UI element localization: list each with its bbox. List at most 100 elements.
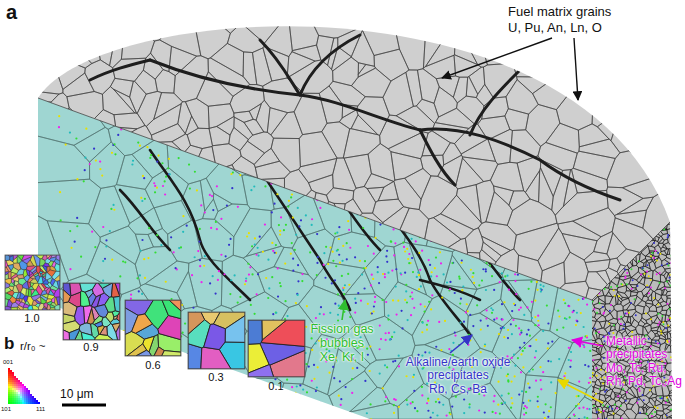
precipitate-dot bbox=[512, 148, 514, 150]
precipitate-dot bbox=[491, 150, 493, 152]
precipitate-dot bbox=[538, 324, 540, 326]
precipitate-dot bbox=[144, 198, 146, 200]
precipitate-dot bbox=[147, 257, 149, 259]
precipitate-dot bbox=[305, 418, 307, 419]
grain-cell bbox=[137, 91, 161, 126]
precipitate-dot bbox=[342, 100, 344, 102]
precipitate-dot bbox=[229, 293, 231, 295]
grain-cell bbox=[263, 47, 289, 81]
precipitate-dot bbox=[354, 104, 356, 106]
precipitate-dot bbox=[467, 344, 469, 346]
precipitate-dot bbox=[394, 242, 396, 244]
grain-cell bbox=[63, 73, 94, 97]
precipitate-dot bbox=[362, 227, 364, 229]
precipitate-dot bbox=[500, 156, 502, 158]
grain-cell bbox=[461, 139, 495, 161]
precipitate-dot bbox=[578, 381, 580, 383]
precipitate-dot bbox=[489, 265, 491, 267]
precipitate-dot bbox=[524, 187, 526, 189]
precipitate-dot bbox=[218, 383, 220, 385]
precipitate-dot bbox=[390, 116, 392, 118]
precipitate-dot bbox=[410, 314, 412, 316]
precipitate-dot bbox=[255, 254, 257, 256]
precipitate-dot bbox=[354, 298, 356, 300]
precipitate-dot bbox=[435, 219, 437, 221]
precipitate-dot bbox=[412, 90, 414, 92]
precipitate-dot bbox=[405, 96, 407, 98]
precipitate-dot bbox=[510, 92, 512, 94]
precipitate-dot bbox=[525, 391, 527, 393]
crack bbox=[300, 35, 360, 95]
grain-cell bbox=[145, 261, 189, 293]
precipitate-dot bbox=[554, 192, 556, 194]
precipitate-dot bbox=[494, 250, 496, 252]
precipitate-dot bbox=[279, 230, 281, 232]
grain-cell bbox=[505, 109, 529, 131]
precipitate-dot bbox=[527, 329, 529, 331]
precipitate-dot bbox=[141, 200, 143, 202]
precipitate-dot bbox=[428, 301, 430, 303]
precipitate-dot bbox=[586, 304, 588, 306]
grain-cell bbox=[184, 101, 235, 138]
precipitate-dot bbox=[372, 278, 374, 280]
precipitate-dot bbox=[348, 229, 350, 231]
precipitate-dot bbox=[299, 184, 301, 186]
precipitate-dot bbox=[338, 226, 340, 228]
precipitate-dot bbox=[543, 214, 545, 216]
precipitate-dot bbox=[544, 122, 546, 124]
precipitate-dot bbox=[421, 394, 423, 396]
precipitate-dot bbox=[371, 204, 373, 206]
grain-cell bbox=[592, 94, 624, 126]
precipitate-dot bbox=[409, 295, 411, 297]
precipitate-dot bbox=[420, 303, 422, 305]
precipitate-dot bbox=[463, 336, 465, 338]
grain-cell bbox=[246, 227, 281, 257]
precipitate-dot bbox=[549, 272, 551, 274]
precipitate-dot bbox=[294, 123, 296, 125]
precipitate-dot bbox=[275, 244, 277, 246]
precipitate-dot bbox=[156, 161, 158, 163]
precipitate-dot bbox=[388, 332, 390, 334]
precipitate-dot bbox=[534, 180, 536, 182]
precipitate-dot bbox=[556, 257, 558, 259]
precipitate-dot bbox=[285, 224, 287, 226]
precipitate-dot bbox=[111, 259, 113, 261]
precipitate-dot bbox=[375, 101, 377, 103]
precipitate-dot bbox=[223, 105, 225, 107]
grain-cell bbox=[362, 16, 399, 56]
precipitate-dot bbox=[463, 162, 465, 164]
precipitate-dot bbox=[305, 159, 307, 161]
precipitate-dot bbox=[569, 316, 571, 318]
precipitate-dot bbox=[168, 173, 170, 175]
precipitate-dot bbox=[579, 98, 581, 100]
precipitate-dot bbox=[387, 272, 389, 274]
grain-cell bbox=[629, 123, 675, 178]
precipitate-dot bbox=[436, 153, 438, 155]
precipitate-dot bbox=[254, 243, 256, 245]
precipitate-dot bbox=[529, 124, 531, 126]
precipitate-dot bbox=[561, 195, 563, 197]
grain-cell bbox=[333, 57, 359, 86]
precipitate-dot bbox=[338, 395, 340, 397]
precipitate-dot bbox=[538, 235, 540, 237]
precipitate-dot bbox=[110, 370, 112, 372]
precipitate-dot bbox=[70, 247, 72, 249]
precipitate-dot bbox=[552, 152, 554, 154]
precipitate-dot bbox=[518, 122, 520, 124]
grain-cell bbox=[160, 26, 201, 56]
precipitate-dot bbox=[421, 331, 423, 333]
grain-cell bbox=[649, 92, 675, 123]
grain-cell bbox=[507, 199, 557, 235]
grain-cell bbox=[254, 148, 279, 167]
precipitate-dot bbox=[200, 281, 202, 283]
precipitate-dot bbox=[296, 385, 298, 387]
precipitate-dot bbox=[283, 97, 285, 99]
precipitate-dot bbox=[570, 268, 572, 270]
grain-cell bbox=[508, 280, 537, 314]
precipitate-dot bbox=[116, 91, 118, 93]
grain-cell bbox=[167, 132, 221, 184]
precipitate-dot bbox=[269, 108, 271, 110]
grain-cell bbox=[358, 64, 375, 77]
precipitate-dot bbox=[588, 282, 590, 284]
